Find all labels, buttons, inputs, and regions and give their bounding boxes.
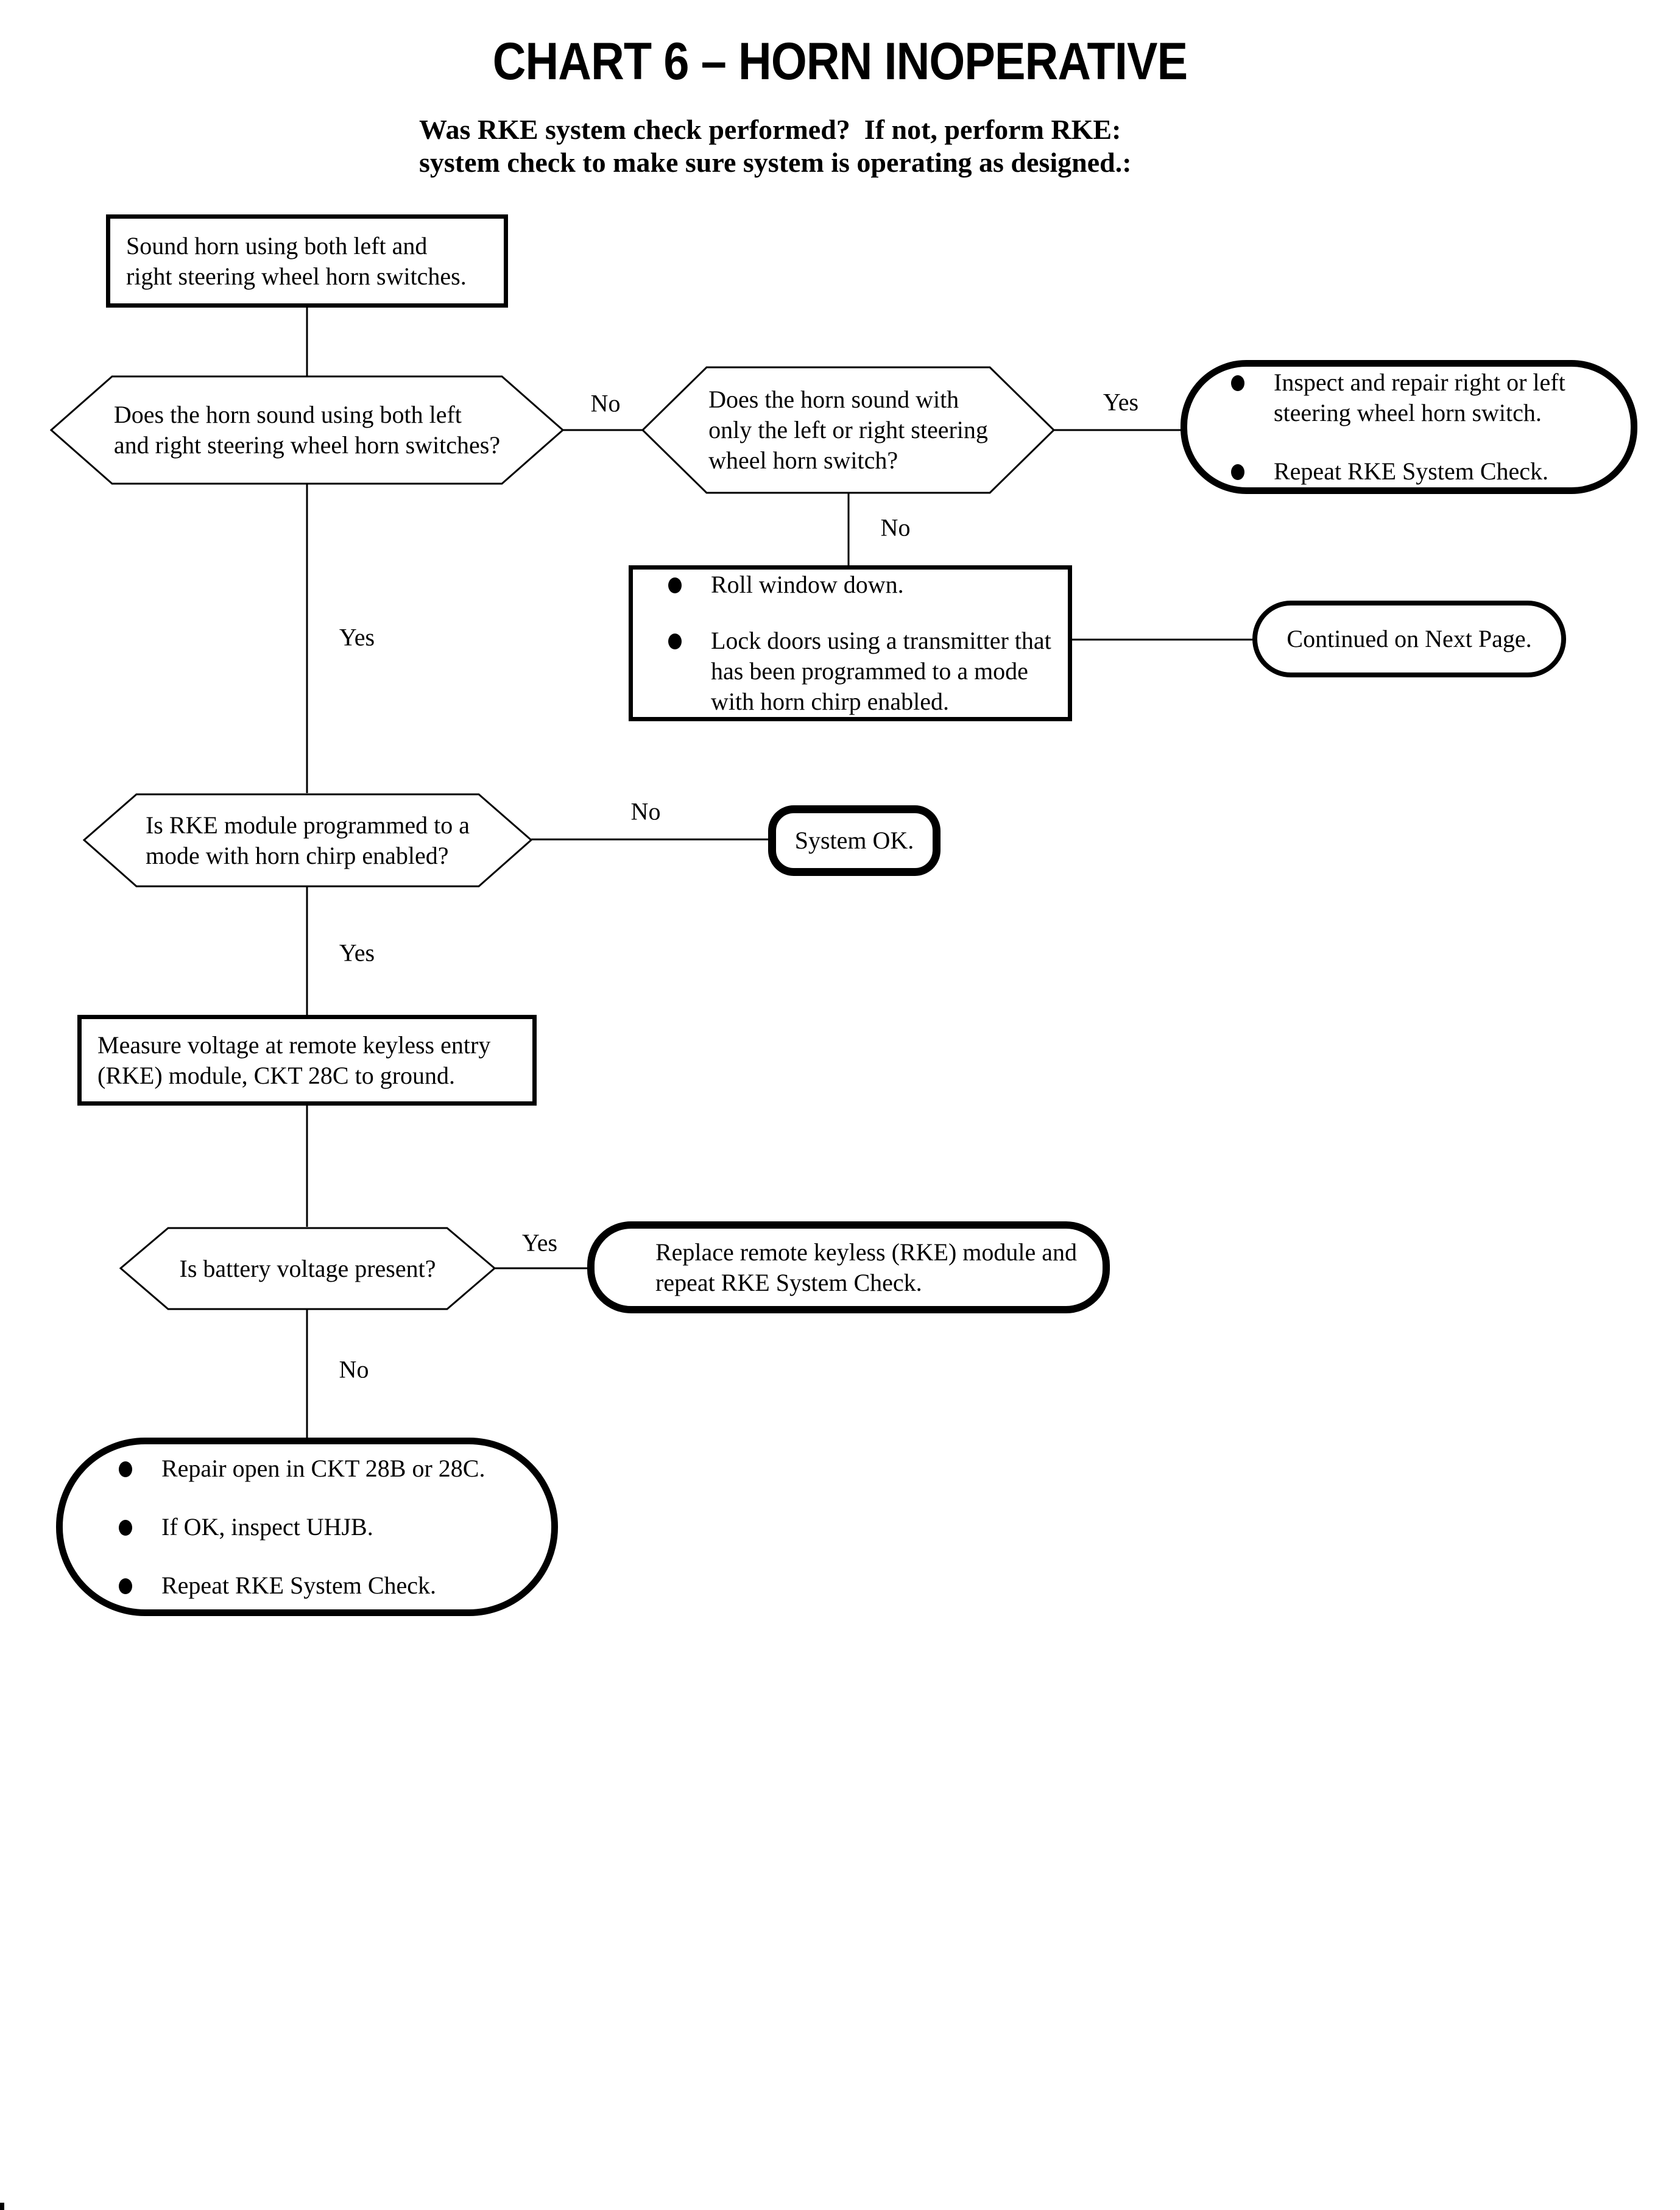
bullet-icon bbox=[119, 1461, 132, 1477]
decision-battery-voltage: Is battery voltage present? bbox=[119, 1227, 496, 1310]
hexagon-shape bbox=[119, 1227, 496, 1310]
page-subtitle: Was RKE system check performed? If not, … bbox=[419, 113, 1132, 179]
node-text-line: mode with horn chirp enabled? bbox=[145, 841, 449, 869]
subtitle-line: system check to make sure system is oper… bbox=[419, 147, 1132, 178]
node-text-line: System OK. bbox=[794, 827, 914, 854]
bullet-icon bbox=[668, 634, 682, 649]
bullet-item: Repeat RKE System Check. bbox=[1231, 456, 1631, 487]
scan-artifact bbox=[0, 2203, 4, 2210]
bullet-item: If OK, inspect UHJB. bbox=[119, 1512, 551, 1542]
node-text-line: repeat RKE System Check. bbox=[655, 1268, 922, 1296]
bullet-item: Roll window down. bbox=[668, 570, 1068, 600]
edge-label-yes: Yes bbox=[339, 939, 375, 967]
edge-label-yes: Yes bbox=[1103, 388, 1139, 416]
bullet-item: Repair open in CKT 28B or 28C. bbox=[119, 1453, 551, 1484]
node-text-line: Replace remote keyless (RKE) module and bbox=[655, 1238, 1077, 1266]
node-text-line: Continued on Next Page. bbox=[1286, 625, 1532, 652]
page-title: CHART 6 – HORN INOPERATIVE bbox=[492, 32, 1188, 91]
bullet-text-line: Repeat RKE System Check. bbox=[1274, 457, 1549, 485]
bullet-icon bbox=[668, 577, 682, 593]
bullet-text-line: Inspect and repair right or left bbox=[1274, 369, 1565, 396]
bullet-text-line: steering wheel horn switch. bbox=[1274, 399, 1542, 426]
bullet-icon bbox=[119, 1578, 132, 1594]
node-text-line: Measure voltage at remote keyless entry bbox=[97, 1031, 491, 1059]
edge-label-no: No bbox=[590, 389, 621, 417]
bullet-item: Repeat RKE System Check. bbox=[119, 1570, 551, 1601]
bullet-icon bbox=[119, 1519, 132, 1536]
hexagon-shape bbox=[83, 793, 532, 888]
process-measure-voltage: Measure voltage at remote keyless entry … bbox=[77, 1015, 537, 1106]
hexagon-shape bbox=[50, 375, 564, 485]
edge-label-no: No bbox=[880, 514, 911, 542]
terminal-continued-next-page: Continued on Next Page. bbox=[1252, 601, 1566, 677]
bullet-text-line: Repeat RKE System Check. bbox=[161, 1571, 437, 1599]
edge-label-no: No bbox=[339, 1355, 369, 1383]
edge-label-yes: Yes bbox=[339, 623, 375, 651]
bullet-text-line: has been programmed to a mode bbox=[711, 657, 1028, 685]
hexagon-shape bbox=[641, 366, 1055, 494]
bullet-icon bbox=[1231, 464, 1244, 480]
bullet-text-line: Roll window down. bbox=[711, 571, 904, 598]
bullet-text-line: If OK, inspect UHJB. bbox=[161, 1513, 373, 1541]
node-text-line: Is RKE module programmed to a bbox=[145, 811, 470, 839]
decision-horn-single-switch: Does the horn sound with only the left o… bbox=[641, 366, 1055, 494]
terminal-inspect-repair-switch: Inspect and repair right or left steerin… bbox=[1181, 360, 1637, 494]
node-text-line: only the left or right steering bbox=[708, 416, 988, 443]
edge-label-no: No bbox=[630, 797, 661, 825]
bullet-text-line: Lock doors using a transmitter that bbox=[711, 627, 1051, 654]
bullet-text-line: with horn chirp enabled. bbox=[711, 688, 949, 715]
bullet-text-line: Repair open in CKT 28B or 28C. bbox=[161, 1454, 485, 1482]
process-roll-window-lock-doors: Roll window down. Lock doors using a tra… bbox=[629, 565, 1072, 721]
terminal-repair-open-ckt: Repair open in CKT 28B or 28C. If OK, in… bbox=[56, 1438, 558, 1616]
terminal-system-ok: System OK. bbox=[768, 805, 941, 876]
edge-label-yes: Yes bbox=[521, 1229, 558, 1257]
node-text-line: Does the horn sound with bbox=[708, 386, 959, 413]
node-text-line: Is battery voltage present? bbox=[179, 1254, 436, 1282]
subtitle-line: Was RKE system check performed? If not, … bbox=[419, 114, 1121, 145]
node-text-line: Does the horn sound using both left bbox=[113, 401, 462, 428]
bullet-item: Inspect and repair right or left steerin… bbox=[1231, 367, 1631, 428]
terminal-replace-rke-module: Replace remote keyless (RKE) module and … bbox=[587, 1221, 1110, 1313]
node-text-line: Sound horn using both left and bbox=[126, 231, 428, 259]
node-text-line: right steering wheel horn switches. bbox=[126, 262, 467, 290]
bullet-item: Lock doors using a transmitter that has … bbox=[668, 626, 1068, 717]
decision-horn-both-switches: Does the horn sound using both left and … bbox=[50, 375, 564, 485]
node-text-line: wheel horn switch? bbox=[708, 447, 898, 474]
decision-rke-mode-horn-chirp: Is RKE module programmed to a mode with … bbox=[83, 793, 532, 888]
process-sound-horn: Sound horn using both left and right ste… bbox=[106, 214, 508, 308]
node-text-line: and right steering wheel horn switches? bbox=[113, 431, 501, 459]
node-text-line: (RKE) module, CKT 28C to ground. bbox=[97, 1061, 456, 1089]
bullet-icon bbox=[1231, 375, 1244, 391]
